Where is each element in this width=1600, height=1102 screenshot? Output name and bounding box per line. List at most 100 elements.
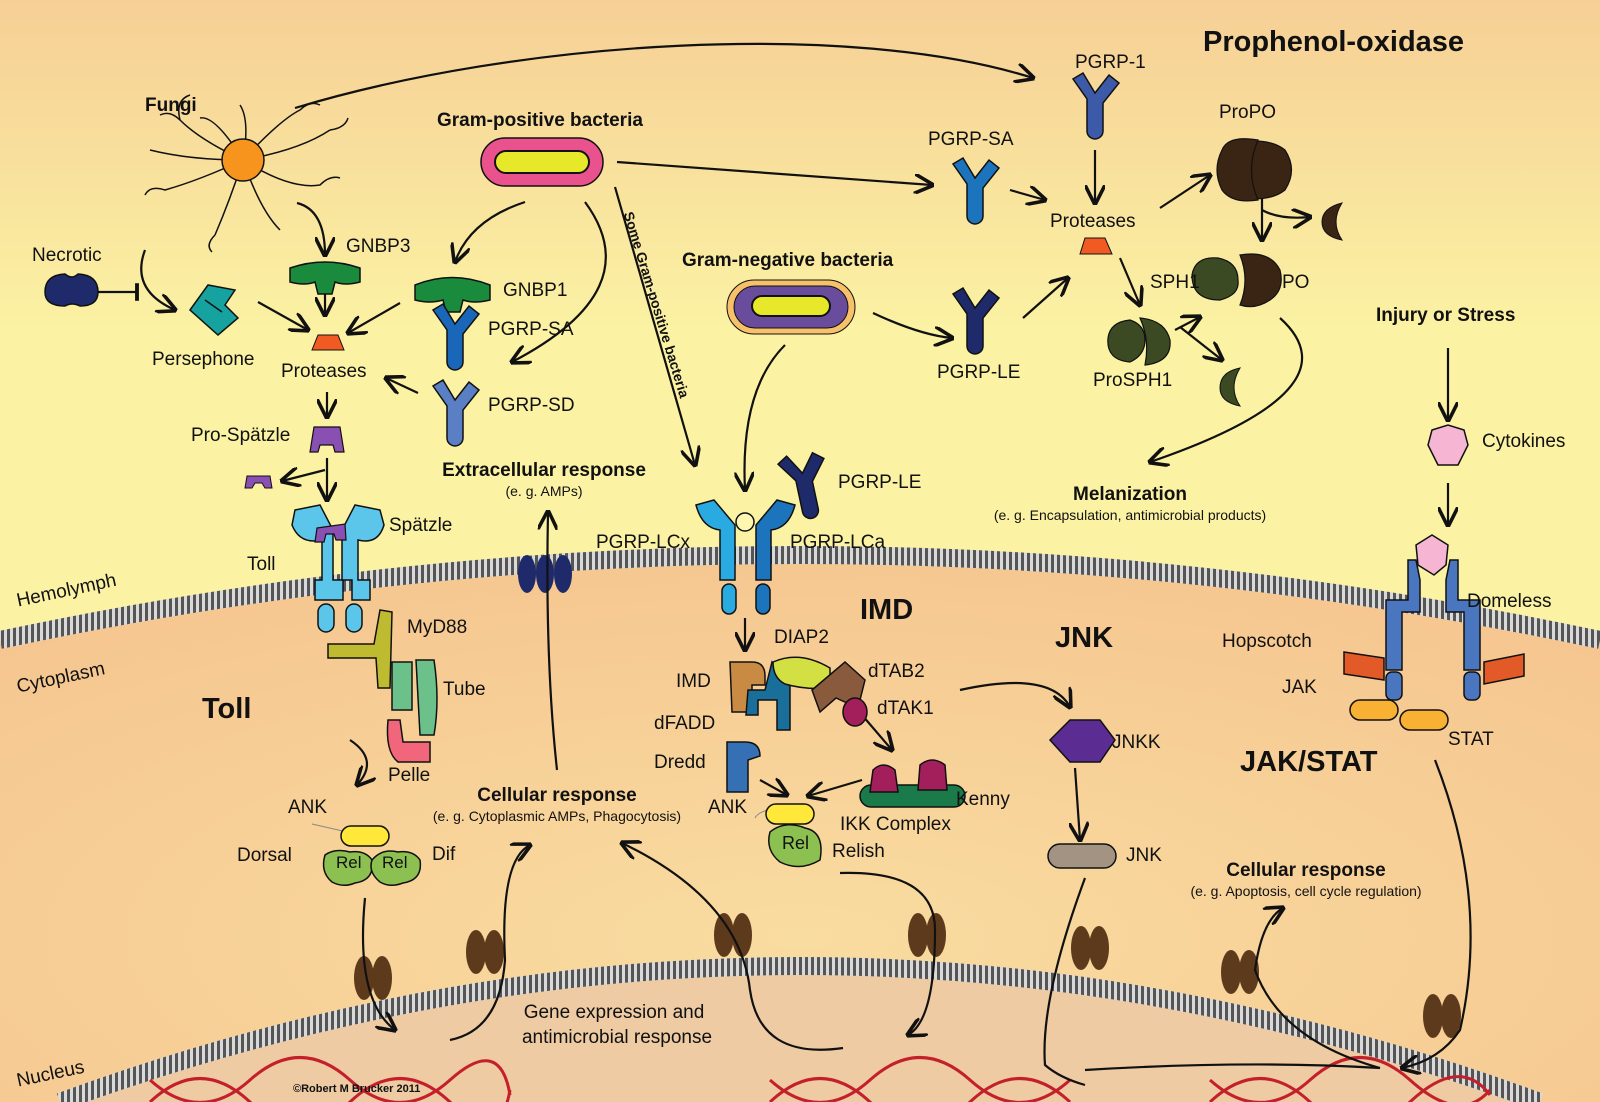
injury-stress-label: Injury or Stress xyxy=(1376,305,1516,326)
dfadd-label: dFADD xyxy=(654,713,716,734)
pgrp-lc-receptor xyxy=(695,499,796,615)
dredd-label: Dredd xyxy=(654,752,706,773)
imd-pgrp-le-label: PGRP-LE xyxy=(838,472,922,493)
pgrp-1-label: PGRP-1 xyxy=(1075,52,1146,73)
jak-label: JAK xyxy=(1282,677,1317,698)
po-sph1-complex xyxy=(1191,253,1282,308)
tube-label: Tube xyxy=(443,679,486,700)
jakstat-pathway-title: JAK/STAT xyxy=(1240,746,1378,778)
cytokine-protein xyxy=(1427,424,1469,466)
gram-negative-bacterium xyxy=(726,279,856,335)
pro-spatzle-label: Pro-Spätzle xyxy=(191,425,291,446)
jnkk-protein xyxy=(1048,719,1116,763)
propo-enzyme xyxy=(1216,138,1293,202)
sph1-label: SPH1 xyxy=(1150,272,1200,293)
toll-ank-rel-complex xyxy=(311,823,422,886)
pgrp-lca-label: PGRP-LCa xyxy=(790,532,886,553)
jnk-protein xyxy=(1047,843,1117,869)
melanization-label: Melanization xyxy=(1072,484,1188,505)
relish-ank-rel-complex xyxy=(754,803,822,868)
sph1-cleaved-fragment xyxy=(1219,367,1242,407)
fungi xyxy=(144,94,349,253)
dtak1-protein xyxy=(842,697,868,727)
membrane-channel xyxy=(518,555,572,593)
gene-expression-label-line2: antimicrobial response xyxy=(521,1027,713,1048)
propo-proteases-label: Proteases xyxy=(1050,211,1136,232)
myd88-label: MyD88 xyxy=(407,617,468,638)
jnk-pathway-title: JNK xyxy=(1055,622,1114,654)
imd-ank-label: ANK xyxy=(708,797,748,818)
pathway-arrows xyxy=(96,42,1472,1087)
domeless-label: Domeless xyxy=(1467,591,1552,612)
propo-pgrp-sa-label: PGRP-SA xyxy=(928,129,1014,150)
extracellular-response-label: Extracellular response xyxy=(442,460,646,481)
prosph1-label: ProSPH1 xyxy=(1093,370,1173,391)
extracellular-response-example: (e. g. AMPs) xyxy=(505,483,583,499)
jnkk-label: JNKK xyxy=(1112,732,1161,753)
tube-protein xyxy=(391,659,438,736)
toll-proteases-label: Proteases xyxy=(281,361,367,382)
fungi-label: Fungi xyxy=(145,95,197,116)
toll-proteases-icon xyxy=(311,334,345,351)
prophenol-oxidase-title: Prophenol-oxidase xyxy=(1203,26,1465,58)
kenny-label: Kenny xyxy=(956,789,1010,810)
cellular-response-jnk-example: (e. g. Apoptosis, cell cycle regulation) xyxy=(1190,883,1422,899)
gnbp1-label: GNBP1 xyxy=(503,280,568,301)
ikk-complex-label: IKK Complex xyxy=(840,814,951,835)
hopscotch-label: Hopscotch xyxy=(1222,631,1312,652)
spatzle-protein xyxy=(314,523,347,543)
dtak1-label: dTAK1 xyxy=(877,698,934,719)
dtab2-label: dTAB2 xyxy=(868,661,925,682)
persephone-label: Persephone xyxy=(152,349,255,370)
cellular-response-example: (e. g. Cytoplasmic AMPs, Phagocytosis) xyxy=(432,808,682,824)
propo-cleaved-fragment xyxy=(1321,202,1344,241)
imd-protein-label: IMD xyxy=(676,671,711,692)
toll-pgrp-sa-label: PGRP-SA xyxy=(488,319,574,340)
necrotic-label: Necrotic xyxy=(32,245,102,266)
toll-pathway-title: Toll xyxy=(202,693,252,725)
cytokines-label: Cytokines xyxy=(1482,431,1566,452)
nuclear-membrane xyxy=(56,957,1544,1102)
po-label: PO xyxy=(1282,272,1310,293)
melanization-example: (e. g. Encapsulation, antimicrobial prod… xyxy=(993,507,1267,523)
gram-positive-label: Gram-positive bacteria xyxy=(437,110,643,131)
jnk-label: JNK xyxy=(1126,845,1162,866)
necrotic-cell xyxy=(44,273,99,307)
stat-label: STAT xyxy=(1448,729,1494,750)
dorsal-label: Dorsal xyxy=(237,845,292,866)
diap2-label: DIAP2 xyxy=(774,627,829,648)
cell-membrane xyxy=(0,546,1600,649)
gram-positive-bacterium xyxy=(480,137,604,187)
imd-pathway-title: IMD xyxy=(860,594,914,626)
stat-proteins xyxy=(1349,699,1449,731)
copyright-credit: ©Robert M Brucker 2011 xyxy=(293,1083,421,1095)
gnbp3-protein xyxy=(289,261,361,295)
gnbp1-protein xyxy=(414,276,491,313)
bound-cytokine-protein xyxy=(1415,534,1449,576)
dna-strands xyxy=(148,1056,1492,1102)
pelle-label: Pelle xyxy=(388,765,431,786)
spatzle-prodomain-fragment xyxy=(244,475,273,489)
pgrp-le-label: PGRP-LE xyxy=(937,362,1021,383)
pgrp-lcx-label: PGRP-LCx xyxy=(596,532,690,553)
toll-receptor-label: Toll xyxy=(247,554,276,575)
pelle-protein xyxy=(386,719,431,763)
dorsal-rel-label: Rel xyxy=(336,853,362,872)
pro-spatzle-protein xyxy=(309,426,345,453)
cellular-response-label: Cellular response xyxy=(477,785,637,806)
dif-rel-label: Rel xyxy=(382,853,408,872)
gnbp3-label: GNBP3 xyxy=(346,236,411,257)
persephone-protein xyxy=(188,284,240,336)
gene-expression-label-line1: Gene expression and xyxy=(523,1002,705,1023)
myd88-protein xyxy=(327,609,393,689)
prosph1-enzyme xyxy=(1107,317,1171,366)
propo-label: ProPO xyxy=(1219,102,1277,123)
hopscotch-jak-proteins xyxy=(1343,651,1525,685)
relish-label: Relish xyxy=(832,841,885,862)
nuclear-pores xyxy=(354,913,1461,1038)
ikk-complex xyxy=(859,759,966,808)
gram-negative-label: Gram-negative bacteria xyxy=(682,250,894,271)
toll-ank-label: ANK xyxy=(288,797,328,818)
